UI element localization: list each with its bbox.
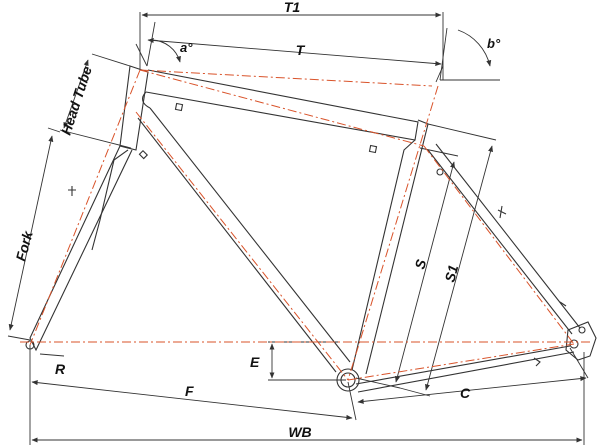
effective-top-tube-line <box>139 69 433 87</box>
label-e: E <box>250 354 260 370</box>
top-tube-centerline <box>139 69 425 147</box>
chain-stay <box>355 345 571 385</box>
down-tube <box>137 117 337 373</box>
top-tube <box>145 69 419 141</box>
bottom-bracket <box>336 368 360 392</box>
c-dimension <box>357 376 587 404</box>
label-head-tube: Head Tube <box>58 64 95 137</box>
steering-axis-line <box>29 69 141 346</box>
seat-tube <box>365 119 429 375</box>
label-wb: WB <box>288 424 311 440</box>
front-dropout <box>25 340 35 350</box>
label-f: F <box>185 383 194 399</box>
seat-stay-centerline <box>423 145 575 345</box>
label-r: R <box>55 361 66 377</box>
label-c: C <box>460 385 471 401</box>
s1-dimension <box>425 145 493 391</box>
head-tube <box>119 65 149 151</box>
centerlines <box>20 69 590 381</box>
label-a-angle: a° <box>180 40 193 55</box>
fork-dimension <box>8 135 54 331</box>
head-tube-dimension <box>63 59 89 129</box>
chain-stay-centerline <box>347 343 575 381</box>
label-b-angle: b° <box>487 36 501 51</box>
dimension-lines <box>7 12 589 445</box>
frame-tubes <box>25 65 597 393</box>
fork <box>29 145 133 352</box>
label-fork: Fork <box>12 228 36 263</box>
a-angle-arc <box>151 39 181 63</box>
label-s1: S1 <box>441 263 461 284</box>
b-angle-arc <box>457 29 492 67</box>
seat-stay <box>427 149 573 335</box>
f-dimension <box>31 380 353 420</box>
label-t: T <box>296 42 306 58</box>
label-t1: T1 <box>284 0 301 15</box>
rear-dropout <box>565 321 597 361</box>
t-dimension <box>147 37 442 67</box>
down-tube-centerline <box>135 111 349 381</box>
seat-tube-centerline <box>347 85 439 381</box>
label-s: S <box>411 257 429 271</box>
